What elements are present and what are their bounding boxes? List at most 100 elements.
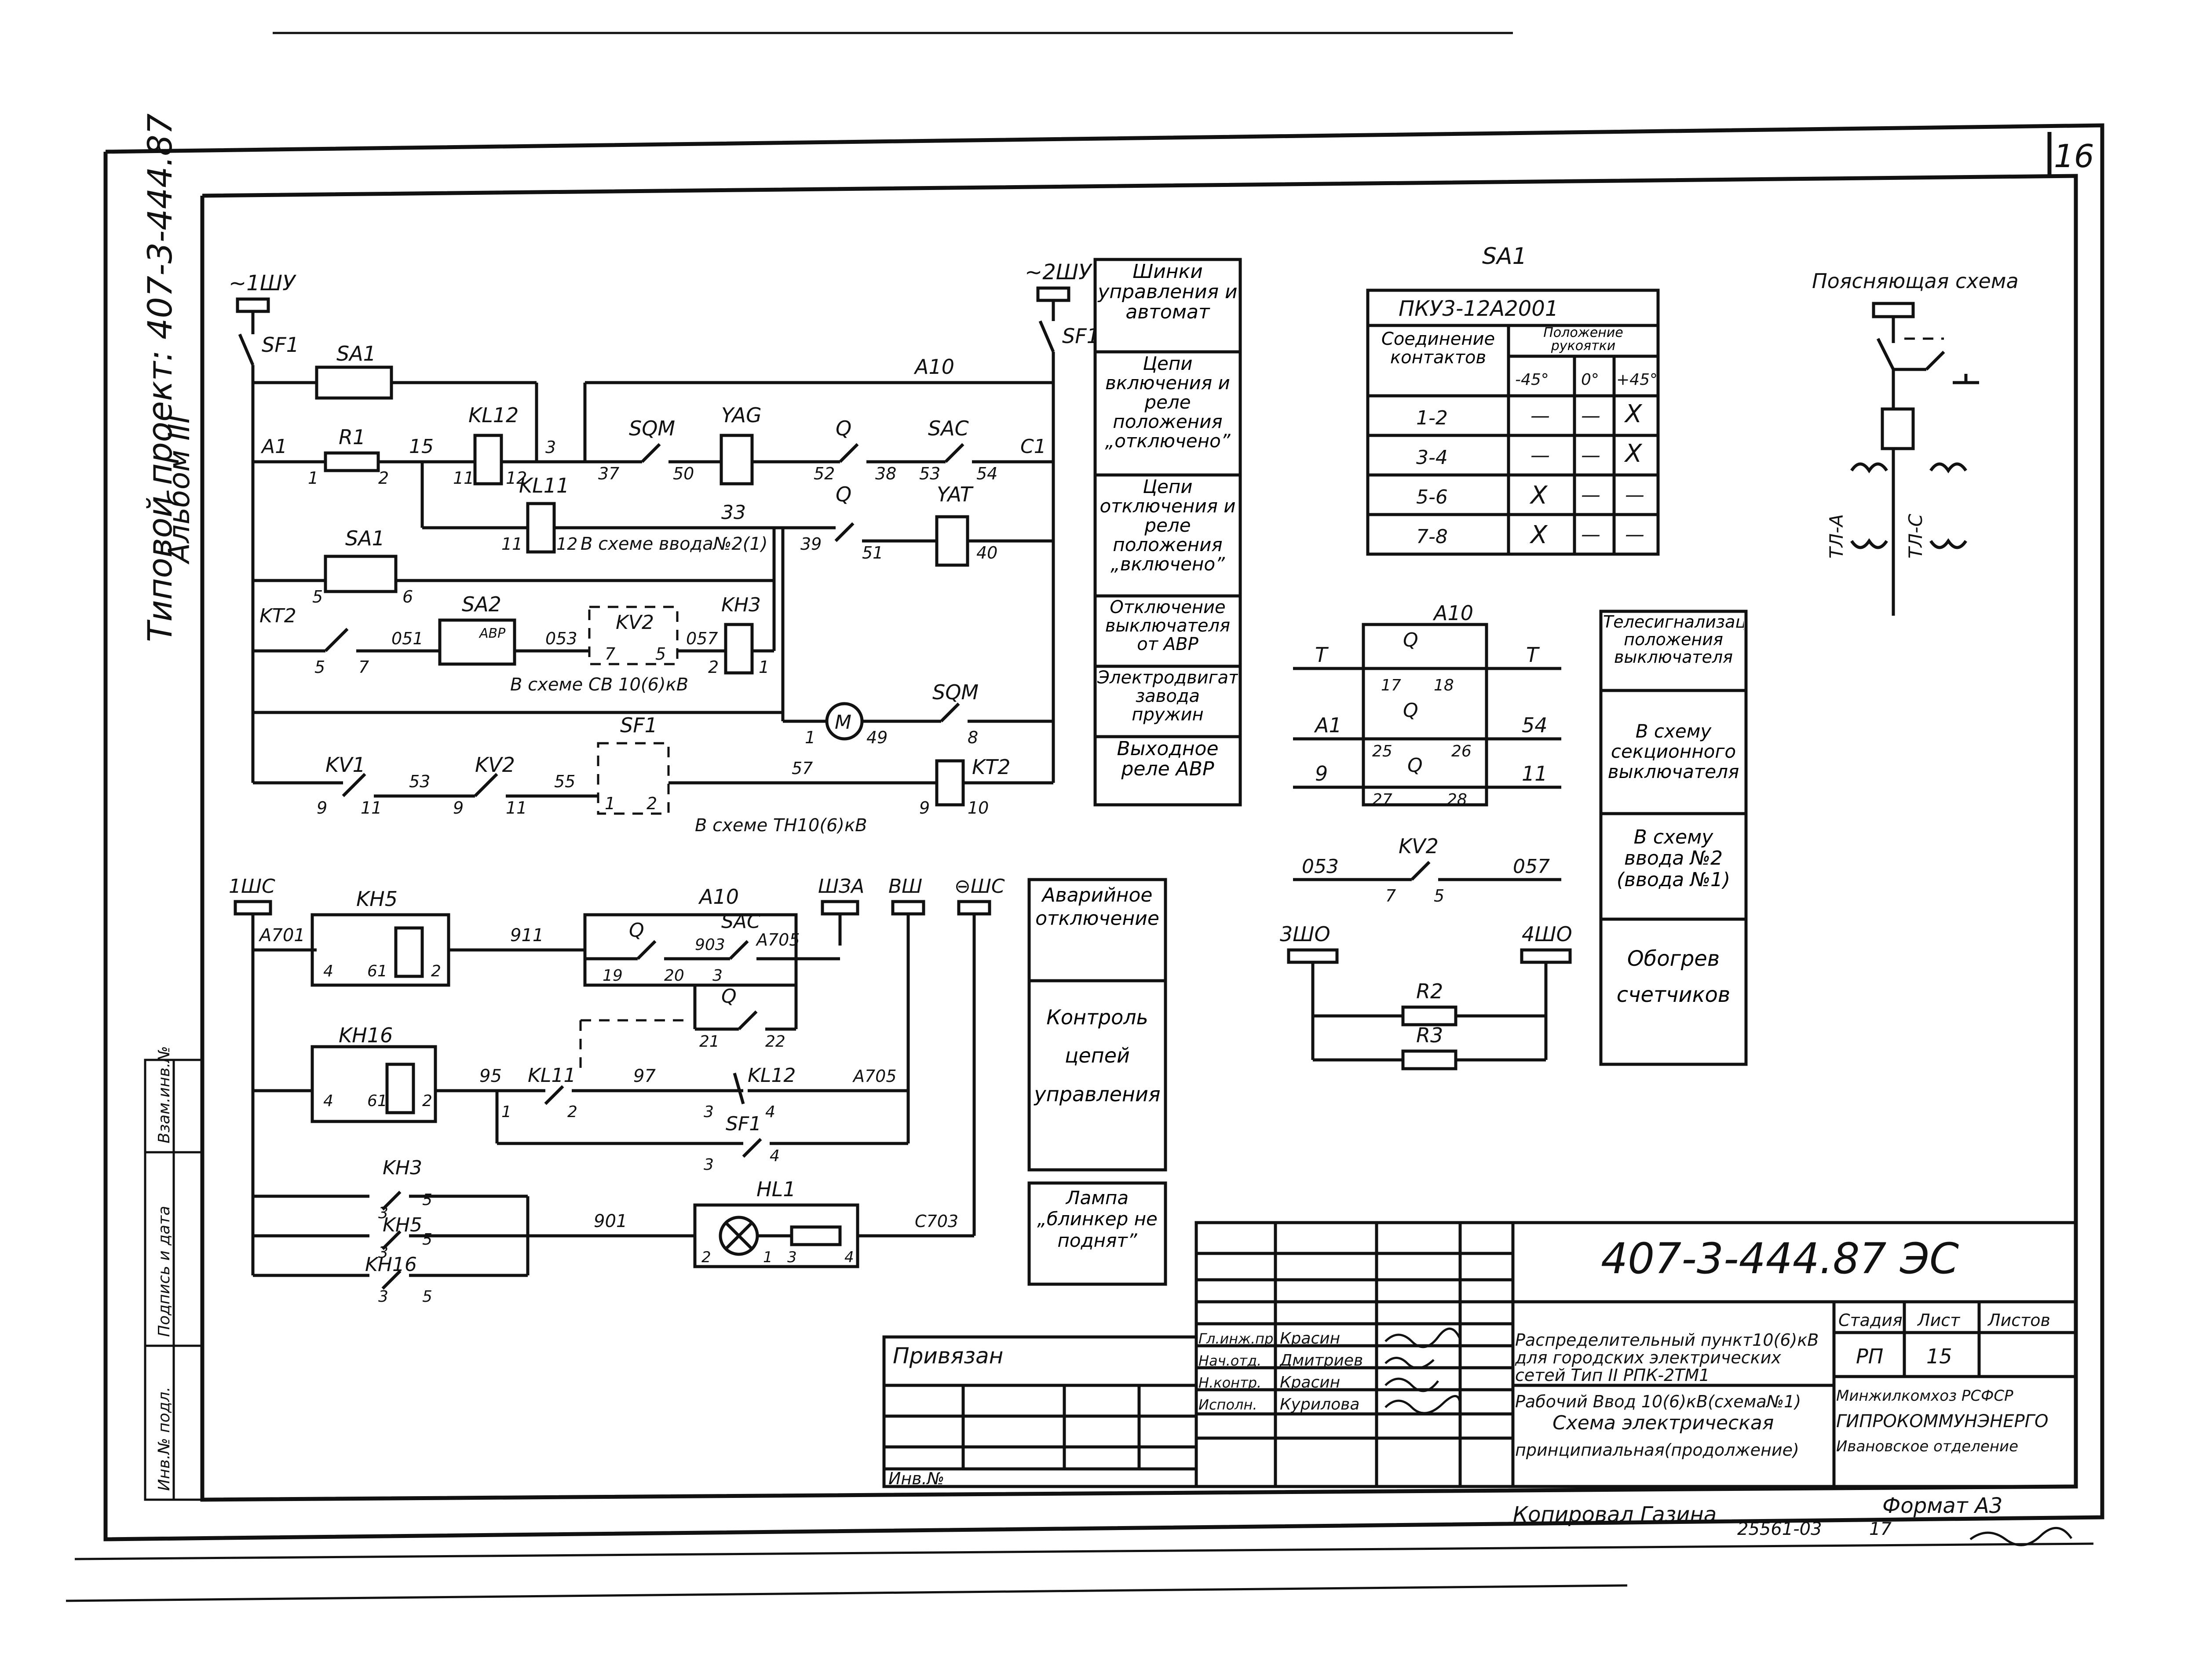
n27: 27 [1372, 791, 1392, 809]
bus-vsh: ВШ [888, 875, 922, 898]
ta-a-label: ТЛ-А [1826, 514, 1847, 559]
sheet-number: 16 [2054, 138, 2094, 175]
wire-3-hl: 3 [787, 1249, 797, 1266]
wire-7b: 7 [605, 644, 615, 664]
wire-61b: 61 [367, 1092, 387, 1110]
wire-33: 33 [721, 501, 746, 524]
wire-901: 901 [594, 1211, 627, 1231]
sa1-table-title: SA1 [1482, 243, 1527, 270]
top-legend: Шинки управления и автомат Цепи включени… [1093, 258, 1242, 807]
wire-a1: A1 [260, 435, 287, 458]
wire-1-bottom: 1 [501, 1103, 511, 1121]
legend-telesignal: Телесигнализация положения выключателя [1603, 614, 1744, 667]
wire-2a: 2 [431, 962, 441, 980]
kl12-label: KL12 [468, 403, 519, 427]
explanatory-diagram: Поясняющая схема ТЛ-А ТЛ-С [1812, 269, 2019, 616]
wire-1d: 1 [605, 794, 615, 813]
wire-5f-bottom: 5 [422, 1288, 432, 1306]
row-1-2: 1-2 [1416, 407, 1448, 429]
wire-95: 95 [479, 1066, 502, 1086]
a1-right: A1 [1314, 713, 1342, 737]
stage-header: Стадия [1838, 1311, 1903, 1330]
sqm-top-label: SQM [629, 416, 675, 440]
wire-53b: 53 [409, 772, 430, 791]
legend-avr-trip: Отключение выключателя от АВР [1105, 598, 1231, 654]
kv2-top-label: KV2 [616, 611, 654, 634]
wire-6: 6 [402, 587, 413, 606]
kv2-right-label: KV2 [1399, 834, 1439, 858]
kh16-bottom-label: KH16 [365, 1253, 417, 1276]
wire-61a: 61 [367, 962, 387, 980]
wire-3b-bottom: 3 [704, 1103, 714, 1121]
role-executor: Исполн. [1198, 1396, 1257, 1413]
wire-4a: 4 [323, 962, 333, 980]
org-line-1: Минжилкомхоз РСФСР [1836, 1387, 2013, 1405]
col-position: Положение рукоятки [1543, 326, 1623, 354]
wire-39: 39 [800, 534, 822, 554]
wire-5e-bottom: 5 [422, 1231, 432, 1249]
wire-2c: 2 [647, 794, 657, 813]
project-designation: Типовой проект: 407-3-444.87 [140, 113, 179, 642]
desc-line-4: Рабочий Ввод 10(6)кВ(схема№1) [1515, 1392, 1801, 1411]
wire-9b: 9 [453, 798, 464, 818]
abr-label: АВР [479, 626, 506, 641]
mark-r4-c1: X [1529, 521, 1548, 549]
wire-49: 49 [866, 728, 888, 747]
wire-22: 22 [765, 1033, 785, 1051]
signature-1 [1384, 1327, 1461, 1348]
yag-label: YAG [721, 403, 762, 427]
wire-15: 15 [409, 435, 434, 458]
wire-52: 52 [814, 464, 835, 483]
wire-3: 3 [545, 438, 556, 457]
signature-4 [1384, 1395, 1461, 1414]
signature-2 [1384, 1357, 1435, 1370]
wire-1c: 1 [805, 728, 815, 747]
format-a3: Формат А3 [1882, 1494, 2002, 1518]
desc-line-2: для городских электрических [1515, 1348, 1781, 1367]
wire-2b-bottom: 2 [422, 1092, 432, 1110]
legend-input-2: В схему ввода №2 (ввода №1) [1616, 827, 1731, 891]
a10-bottom-label: A10 [698, 885, 739, 909]
bus-3sho: 3ШО [1280, 922, 1330, 946]
project-code-text: Типовой проект: 407-3-444.87 [140, 113, 179, 642]
w053-right: 053 [1302, 855, 1339, 878]
name-chief-engineer: Красин [1280, 1329, 1340, 1348]
kh5-label: KH5 [356, 887, 398, 911]
n18: 18 [1434, 676, 1454, 694]
sf1-right-label: SF1 [1062, 324, 1100, 348]
mark-r1-c1: — [1531, 405, 1550, 427]
sqm-motor-label: SQM [932, 680, 979, 704]
legend-spring-motor: Электродвигатель завода пружин [1097, 668, 1238, 725]
sheet-header: Лист [1917, 1311, 1961, 1330]
kh5-bottom-label: KH5 [383, 1214, 422, 1236]
wire-97: 97 [633, 1066, 656, 1086]
mark-r4-c3: — [1625, 523, 1644, 546]
bus-sha: ШЗА [818, 875, 864, 898]
wire-7: 7 [358, 657, 369, 677]
n17: 17 [1381, 676, 1401, 694]
mark-r3-c2: — [1581, 484, 1600, 506]
mark-r2-c2: — [1581, 444, 1600, 467]
wire-9a: 9 [317, 798, 327, 818]
wire-11: 11 [453, 468, 474, 488]
t-right: T [1526, 643, 1540, 667]
motor-label: M [835, 711, 851, 734]
angle-0: 0° [1581, 371, 1599, 389]
r3-label: R3 [1416, 1023, 1443, 1047]
right-legend: Телесигнализация положения выключателя В… [1599, 610, 1748, 1066]
bus-2shu: ~2ШУ [1025, 260, 1092, 285]
wire-3d-bottom: 3 [378, 1204, 388, 1222]
wire-2b: 2 [708, 657, 719, 677]
wire-37: 37 [598, 464, 619, 483]
wire-12b: 12 [556, 534, 577, 554]
legend-heating: Обогрев счетчиков [1616, 946, 1731, 1007]
name-norm-control: Красин [1280, 1373, 1340, 1391]
wire-a705b: A705 [852, 1066, 897, 1086]
sheets-header: Листов [1987, 1311, 2050, 1330]
t-left: T [1315, 643, 1329, 667]
kv2-bottom-label: KV2 [475, 753, 515, 777]
w54-right: 54 [1522, 713, 1548, 737]
wire-55: 55 [554, 772, 575, 791]
legend-trip-circuits: Цепи отключения и реле положения „включе… [1100, 477, 1236, 575]
